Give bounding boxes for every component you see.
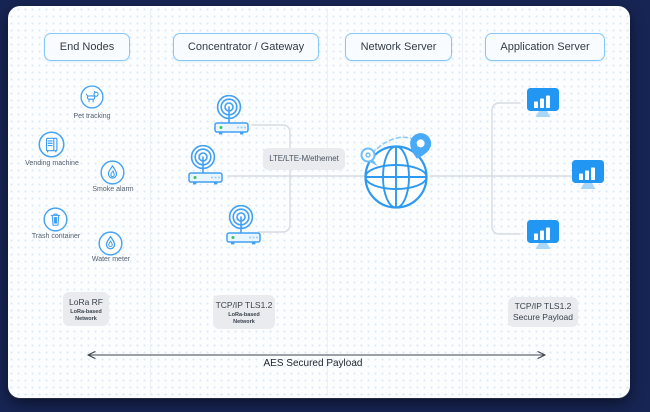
water-meter-icon [98, 231, 123, 256]
protocol-subtitle: LoRa-based [70, 309, 102, 315]
dashboard-monitor-icon [525, 87, 561, 119]
globe-network-icon [360, 133, 432, 209]
trash-container-icon [43, 207, 68, 232]
device-label-water-meter: Water meter [91, 256, 131, 263]
device-label-trash-container: Trash container [31, 233, 81, 240]
protocol-title: LoRa RF [68, 297, 103, 307]
aes-payload-arrow [87, 351, 546, 359]
header-concentrator-gateway: Concentrator / Gateway [173, 33, 319, 61]
architecture-diagram-card: End Nodes Concentrator / Gateway Network… [8, 6, 630, 398]
protocol-box-lora-rf: LoRa RF LoRa-based Network [63, 292, 109, 326]
protocol-box-app-tcpip: TCP/IP TLS1.2 Secure Payload [508, 297, 578, 327]
pet-tracking-icon [80, 85, 104, 109]
protocol-subtitle: Network [75, 315, 97, 322]
header-end-nodes: End Nodes [44, 33, 130, 61]
protocol-subtitle: Network [233, 318, 255, 325]
wifi-router-icon [211, 95, 251, 137]
device-label-vending-machine: Vending machine [25, 160, 79, 167]
protocol-title: TCP/IP TLS1.2 [215, 300, 273, 310]
location-pin-right-icon [410, 133, 432, 159]
column-divider [327, 9, 328, 395]
device-label-smoke-alarm: Smoke alarm [92, 186, 134, 193]
dashboard-monitor-icon [570, 159, 606, 191]
protocol-subtitle: Secure Payload [512, 311, 573, 322]
aes-payload-label: AES Secured Payload [263, 358, 363, 369]
wifi-router-icon [223, 205, 263, 247]
device-label-pet-tracking: Pet tracking [73, 113, 111, 120]
column-divider [462, 9, 463, 395]
vending-machine-icon [38, 131, 65, 158]
header-network-server: Network Server [345, 33, 452, 61]
connector-lines [227, 102, 572, 235]
protocol-box-gateway-tcpip: TCP/IP TLS1.2 LoRa-based Network [213, 295, 275, 329]
link-label: LTE/LTE-M/ethernet [263, 148, 345, 170]
wifi-router-icon [185, 145, 225, 187]
location-pin-left-icon [360, 147, 378, 166]
protocol-title: TCP/IP TLS1.2 [514, 301, 572, 311]
column-divider [150, 9, 151, 395]
protocol-subtitle: LoRa-based [228, 312, 260, 318]
dashboard-monitor-icon [525, 219, 561, 251]
smoke-alarm-icon [100, 160, 125, 185]
header-application-server: Application Server [485, 33, 605, 61]
